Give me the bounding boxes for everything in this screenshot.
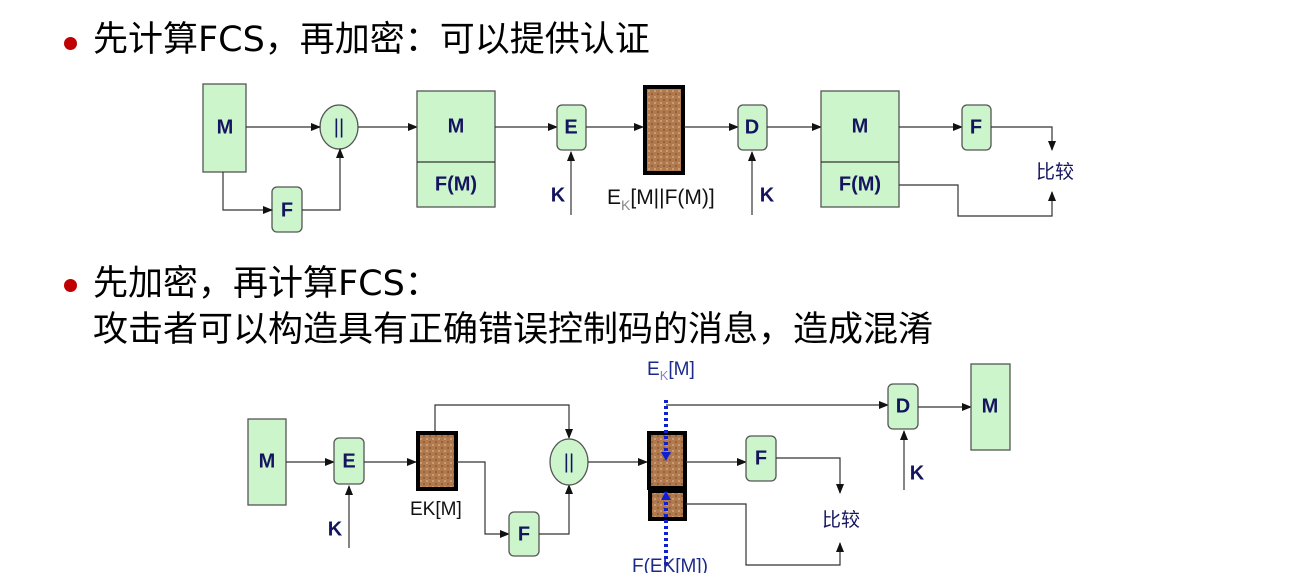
diagram-1: M || F M F(M) E K EK[M||F(M)] D K M F(M)… [202, 83, 1074, 233]
key-label-4: K [910, 462, 925, 484]
ciphertext-label: EK[M||F(M)] [607, 186, 715, 213]
m-fm-box [416, 90, 496, 208]
fcs-label-4: F [755, 447, 767, 469]
fcs-label: F [281, 199, 293, 221]
fm-label-2: F(M) [839, 173, 881, 195]
message-out-label: M [982, 395, 999, 417]
bullet-dot-2 [64, 279, 77, 292]
concat-label: || [334, 116, 344, 138]
message-label: M [217, 116, 234, 138]
message-label-2: M [259, 450, 276, 472]
encrypt-label-2: E [342, 450, 355, 472]
m-label: M [448, 115, 465, 137]
key-label: K [551, 184, 566, 206]
ciphertext-block-2 [416, 431, 458, 491]
bullet-text-1: 先计算FCS，再加密：可以提供认证 [93, 20, 650, 60]
bullet-text-2b: 攻击者可以构造具有正确错误控制码的消息，造成混淆 [93, 310, 934, 350]
bullet-dot-1 [64, 37, 77, 50]
ekm-label: EK[M] [410, 499, 462, 520]
m-fm-box-2 [820, 90, 900, 208]
diagram-2: M E K EK[M] F || EK[M] F(EK[M]) F 比较 D K [247, 359, 1011, 573]
fekm-label: F(EK[M]) [632, 556, 708, 573]
fcs-label-3: F [518, 523, 530, 545]
m-label-2: M [852, 115, 869, 137]
fm-label: F(M) [435, 173, 477, 195]
ciphertext-upper [647, 431, 687, 490]
compare-label-2: 比较 [822, 509, 860, 531]
ek-m-label: EK[M] [647, 359, 695, 383]
encrypt-box-2 [333, 437, 365, 485]
key-label-3: K [328, 518, 343, 540]
message-box [202, 83, 247, 173]
bullet-text-2: 先加密，再计算FCS： [93, 264, 440, 304]
ciphertext-block [643, 85, 685, 175]
message-out-box [970, 363, 1011, 451]
concat-label-2: || [564, 451, 574, 473]
encrypt-label: E [564, 116, 577, 138]
fcs-label-2: F [970, 116, 982, 138]
compare-label: 比较 [1036, 161, 1074, 183]
key-label-2: K [760, 184, 775, 206]
decrypt-label: D [745, 116, 759, 138]
decrypt-label-2: D [896, 395, 910, 417]
